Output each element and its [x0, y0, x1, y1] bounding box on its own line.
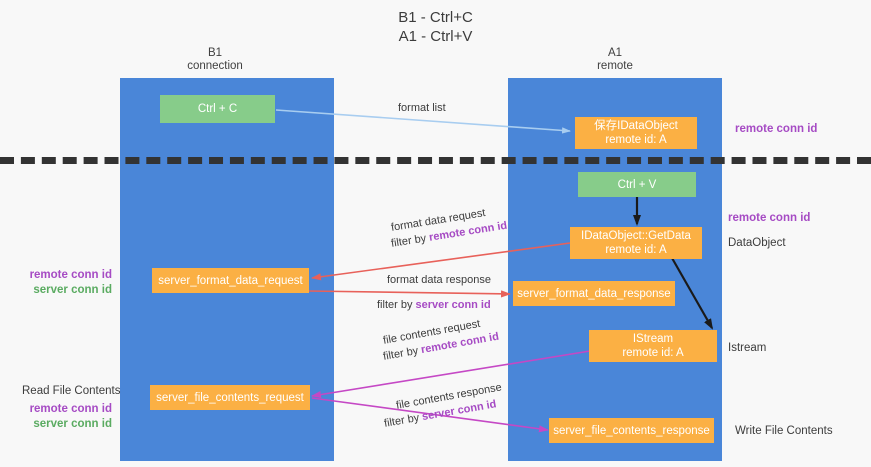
node-getdata[interactable]: IDataObject::GetData remote id: A — [570, 227, 702, 259]
diagram-title: B1 - Ctrl+C A1 - Ctrl+V — [0, 8, 871, 46]
node-ctrl-c[interactable]: Ctrl + C — [160, 95, 275, 123]
node-server-format-data-request-label: server_format_data_request — [158, 274, 303, 287]
edge-label-format-list-text: format list — [398, 102, 446, 114]
edge-label-format-list: format list — [398, 101, 446, 116]
node-server-format-data-request[interactable]: server_format_data_request — [152, 268, 309, 293]
lane-b1-title: B1 — [207, 47, 223, 59]
right-label-istream: Istream — [728, 342, 767, 354]
section-divider — [0, 157, 871, 164]
edge-label-file-contents-response: file contents response filter by server … — [383, 381, 502, 432]
left-label-read-file-contents: Read File Contents — [22, 385, 121, 397]
right-label-dataobject: DataObject — [728, 237, 786, 249]
lane-header-a1: A1 remote — [555, 47, 675, 73]
title-line-2: A1 - Ctrl+V — [398, 28, 473, 45]
node-server-file-contents-request[interactable]: server_file_contents_request — [150, 385, 310, 410]
right-label-write-file-contents: Write File Contents — [735, 425, 833, 437]
node-ctrl-c-label: Ctrl + C — [197, 103, 238, 115]
edge-label-format-data-request: format data request filter by remote con… — [390, 207, 508, 252]
left-label-server-conn-id-mid: server conn id — [33, 284, 112, 296]
lane-b1-subtitle: connection — [187, 60, 243, 72]
node-save-idataobject[interactable]: 保存IDataObject remote id: A — [575, 117, 697, 149]
node-save-idataobject-sub: remote id: A — [605, 134, 667, 146]
title-line-1: B1 - Ctrl+C — [398, 9, 473, 26]
left-label-remote-conn-id-mid: remote conn id — [29, 269, 112, 281]
filter-by-text-2: filter by — [377, 299, 416, 311]
edge-label-format-data-response: format data response — [387, 273, 491, 288]
node-server-format-data-response[interactable]: server_format_data_response — [513, 281, 675, 306]
edge-label-format-data-response-filter: filter by server conn id — [377, 298, 491, 313]
node-server-file-contents-request-label: server_file_contents_request — [156, 391, 304, 404]
node-istream[interactable]: IStream remote id: A — [589, 330, 717, 362]
left-legend-bottom: remote conn id server conn id — [0, 402, 112, 432]
right-label-remote-conn-id-top: remote conn id — [735, 123, 818, 135]
node-server-file-contents-response[interactable]: server_file_contents_response — [549, 418, 714, 443]
left-legend-mid: remote conn id server conn id — [0, 268, 112, 298]
right-label-remote-conn-id-mid: remote conn id — [728, 212, 811, 224]
lane-header-b1: B1 connection — [155, 47, 275, 73]
arrow-format-data-response — [307, 290, 511, 298]
node-save-idataobject-label: 保存IDataObject — [594, 120, 678, 132]
node-istream-sub: remote id: A — [622, 347, 684, 359]
edge-label-file-contents-request: file contents request filter by remote c… — [382, 318, 500, 365]
filter-by-text-4: filter by — [383, 411, 424, 430]
lane-a1-subtitle: remote — [597, 60, 633, 72]
edge-label-format-data-response-text: format data response — [387, 274, 491, 286]
node-istream-label: IStream — [632, 333, 674, 345]
node-getdata-label: IDataObject::GetData — [581, 230, 691, 242]
node-getdata-sub: remote id: A — [605, 244, 667, 256]
left-label-server-conn-id-bottom: server conn id — [33, 418, 112, 430]
node-server-file-contents-response-label: server_file_contents_response — [553, 424, 710, 437]
left-label-remote-conn-id-bottom: remote conn id — [29, 403, 112, 415]
lane-a1-title: A1 — [607, 47, 623, 59]
server-conn-id-token-1: server conn id — [415, 299, 491, 311]
node-server-format-data-response-label: server_format_data_response — [517, 287, 671, 300]
node-ctrl-v[interactable]: Ctrl + V — [578, 172, 696, 197]
node-ctrl-v-label: Ctrl + V — [617, 178, 657, 191]
